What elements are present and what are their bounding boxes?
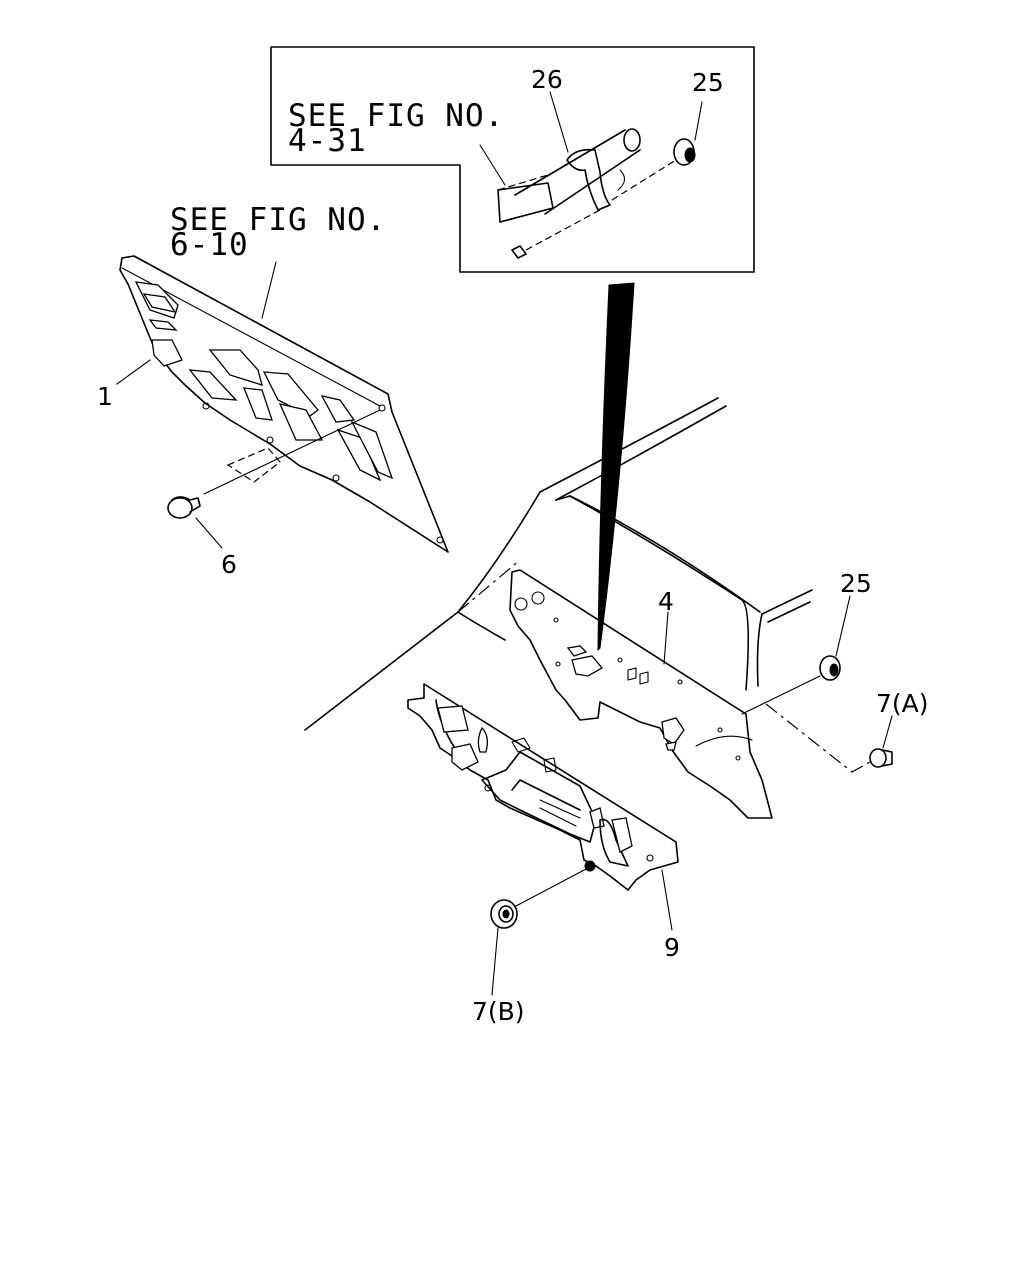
panel-see-fig-label: SEE FIG NO. [170, 202, 386, 238]
callout-9: 9 [664, 933, 680, 962]
part-25-inset-nut [673, 101, 703, 166]
inset-see-fig-label: SEE FIG NO. [288, 98, 504, 134]
callout-25: 25 [840, 569, 872, 598]
leader-26 [549, 91, 569, 153]
part-25-grommet: 25 [741, 569, 872, 715]
vehicle-body-outline [304, 397, 813, 731]
screw-shank [511, 159, 677, 259]
part-7a-bolt: 7(A) [765, 689, 929, 773]
part-6-clip [167, 496, 223, 549]
part-26-clip [479, 128, 641, 223]
inset-detail-box: SEE FIG NO. 4-31 26 25 [270, 46, 755, 273]
part-4-dash-insulator: 4 [509, 569, 773, 819]
callout-7a: 7(A) [876, 689, 929, 718]
part-1-insulator-panel: SEE FIG NO. 6-10 1 [97, 202, 449, 579]
panel-fig-number: 6-10 [170, 227, 249, 263]
part-7b-grommet: 7(B) [472, 867, 589, 1026]
callout-6: 6 [221, 550, 237, 579]
callout-7b: 7(B) [472, 997, 525, 1026]
callout-1: 1 [97, 382, 113, 411]
callout-4: 4 [658, 587, 674, 616]
callout-26: 26 [531, 65, 563, 94]
callout-25-inset: 25 [692, 68, 724, 97]
detail-pointer-arrow [597, 282, 635, 652]
inset-fig-number: 4-31 [288, 123, 367, 159]
part-9-lower-insulator: 9 [407, 683, 680, 962]
